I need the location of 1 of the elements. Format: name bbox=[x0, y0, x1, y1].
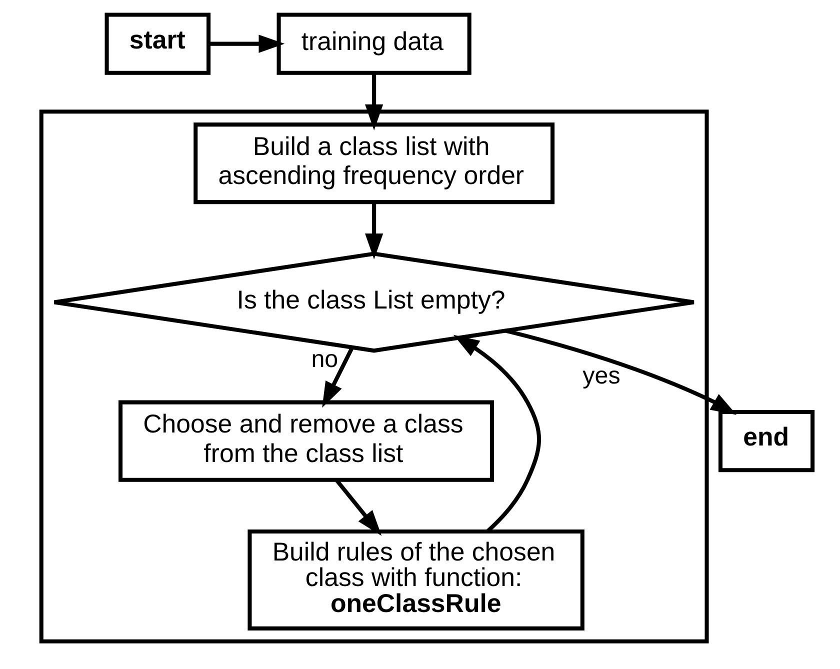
edge-label: yes bbox=[582, 362, 620, 390]
